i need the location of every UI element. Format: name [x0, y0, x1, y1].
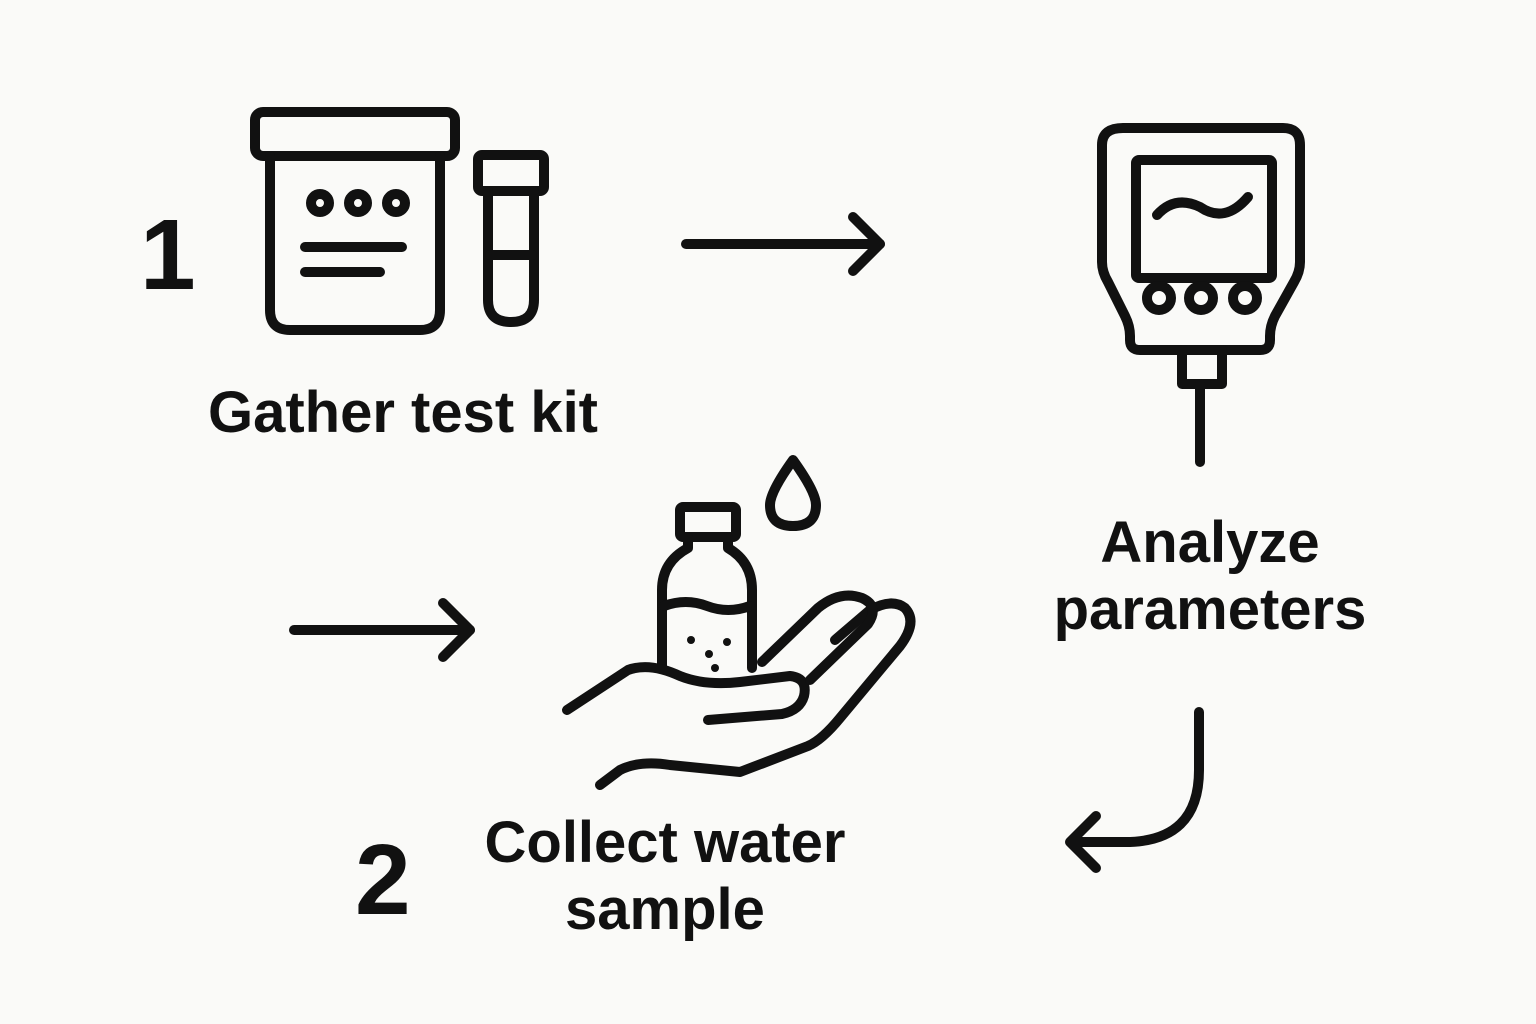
step-label-analyze-line-1: Analyze — [1100, 510, 1320, 575]
step-label-analyze: Analyze parameters — [1040, 510, 1380, 643]
water-meter-icon — [1097, 123, 1305, 467]
arrow-right-top — [681, 212, 885, 276]
step-label-collect-line-2: sample — [565, 876, 765, 942]
arrow-curved-down-left — [1065, 707, 1204, 873]
arrow-right-middle — [289, 598, 475, 662]
hand-icon — [562, 590, 916, 790]
water-drop-icon — [765, 455, 821, 531]
bottle-icon — [657, 502, 757, 673]
step-number-2: 2 — [355, 824, 411, 936]
step-label-collect: Collect water sample — [440, 810, 890, 943]
step-label-gather: Gather test kit — [208, 380, 598, 445]
test-kit-icon — [250, 107, 549, 335]
step-number-1: 1 — [140, 199, 196, 311]
step-label-collect-line-1: Collect water — [484, 810, 846, 875]
step-label-analyze-line-2: parameters — [1053, 576, 1367, 642]
